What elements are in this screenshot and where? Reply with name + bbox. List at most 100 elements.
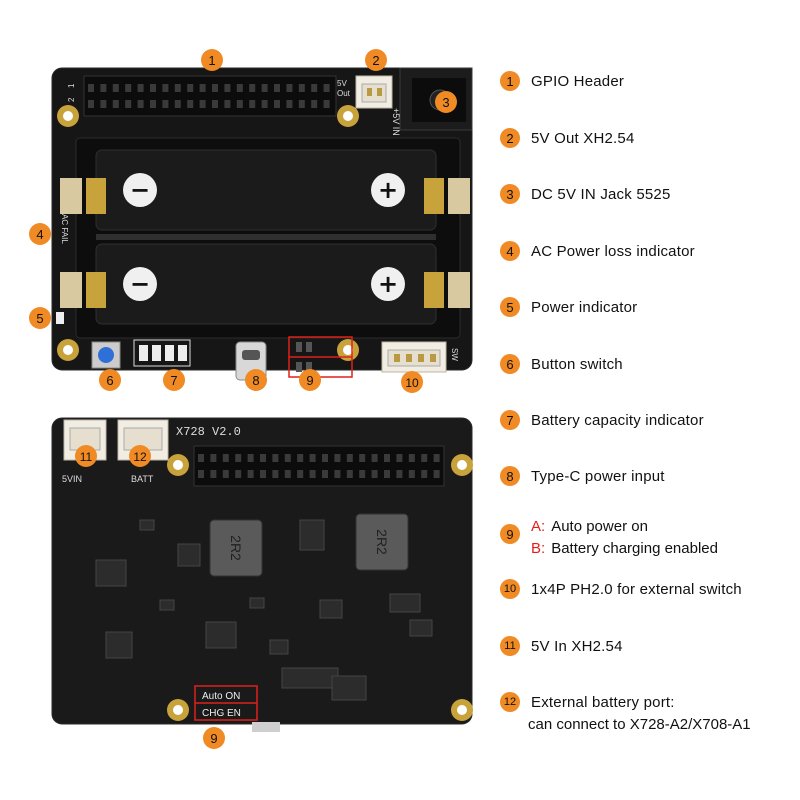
inductor: 2R2: [209, 519, 263, 577]
gpio-pin: [235, 454, 242, 462]
legend-text: Power indicator: [531, 298, 638, 316]
gpio-pin: [199, 100, 206, 108]
legend-9-line-a: A: Auto power on: [531, 518, 648, 535]
legend-item: 1 GPIO Header: [500, 71, 624, 91]
legend-number: 6: [500, 354, 520, 374]
gpio-pin: [272, 454, 279, 462]
gpio-pin: [298, 84, 305, 92]
gpio-pin: [125, 84, 132, 92]
gpio-pin: [421, 454, 428, 462]
bottom-board: X728 V2.0 5VIN BATT 2R2 2R2: [51, 417, 473, 732]
legend-text: 5V Out XH2.54: [531, 129, 635, 147]
gpio-pin: [309, 470, 316, 478]
gpio-pin: [274, 84, 280, 92]
gpio-pin: [384, 454, 390, 462]
silk-5vin: 5VIN: [62, 474, 82, 484]
gpio-pin: [150, 100, 156, 108]
gpio-pin: [88, 84, 94, 92]
silk-5v-out-b: Out: [337, 89, 351, 98]
legend-number: 4: [500, 241, 520, 261]
legend-9-key-a: A:: [531, 518, 546, 535]
gpio-pin: [112, 100, 119, 108]
gpio-pin: [100, 84, 107, 92]
gpio-pin: [359, 470, 366, 478]
top-board: 1 2 5V Out +5V IN: [51, 67, 473, 381]
legend-9-text-b: Battery charging enabled: [551, 540, 718, 557]
gpio-pin: [150, 84, 156, 92]
gpio-pin: [260, 470, 266, 478]
gpio-pin: [112, 84, 119, 92]
gpio-pin: [261, 100, 268, 108]
gpio-pin: [311, 84, 318, 92]
legend-text: AC Power loss indicator: [531, 242, 695, 260]
gpio-pin: [297, 454, 304, 462]
button-switch: [91, 341, 121, 369]
legend-item: 5 Power indicator: [500, 297, 637, 317]
legend-item: 9: [500, 524, 531, 544]
callout-11: 11: [80, 450, 93, 464]
gpio-header-bottom: [193, 445, 445, 487]
gpio-pin: [222, 470, 229, 478]
gpio-pin: [210, 470, 217, 478]
legend-number: 7: [500, 410, 520, 430]
legend-item: 2 5V Out XH2.54: [500, 128, 635, 148]
gpio-pin: [408, 454, 415, 462]
callout-2: 2: [372, 53, 379, 68]
gpio-pin: [198, 470, 204, 478]
legend-number: 8: [500, 466, 520, 486]
gpio-pin: [224, 84, 231, 92]
legend-item: 7 Battery capacity indicator: [500, 410, 704, 430]
callout-6: 6: [106, 373, 113, 388]
gpio-pin: [284, 454, 291, 462]
callout-5: 5: [36, 311, 43, 326]
legend-text: Battery capacity indicator: [531, 411, 704, 429]
legend-text: 5V In XH2.54: [531, 637, 623, 655]
gpio-pin: [260, 454, 266, 462]
gpio-pin: [88, 100, 94, 108]
silk-5v-out-a: 5V: [337, 79, 347, 88]
gpio-pin: [222, 454, 229, 462]
callout-12: 12: [133, 450, 147, 464]
type-c-edge: [252, 722, 280, 732]
battery-plus-2: +: [378, 270, 398, 298]
gpio-pin: [297, 470, 304, 478]
inductor: 2R2: [355, 513, 409, 571]
legend-12-line-2: can connect to X728-A2/X708-A1: [528, 716, 751, 733]
gpio-pin: [199, 84, 206, 92]
gpio-pin: [286, 100, 293, 108]
gpio-pin: [421, 470, 428, 478]
gpio-pin: [272, 470, 279, 478]
legend-number: 5: [500, 297, 520, 317]
legend-9-text-a: Auto power on: [551, 518, 648, 535]
battery-minus-2: −: [130, 270, 150, 298]
gpio-pin: [322, 470, 328, 478]
gpio-pin: [210, 454, 217, 462]
legend-item-9-detail: A: Auto power on B:Battery charging enabl…: [500, 516, 780, 564]
gpio-header: [83, 75, 337, 117]
gpio-pin: [247, 470, 254, 478]
gpio-pin: [212, 100, 218, 108]
legend-number: 11: [500, 636, 520, 656]
gpio-pin: [125, 100, 132, 108]
gpio-pin: [311, 100, 318, 108]
silk-pin1: 1: [67, 83, 76, 88]
callout-10: 10: [405, 376, 419, 390]
gpio-pin: [286, 84, 293, 92]
legend-text: External battery port:: [531, 693, 675, 711]
legend-item: 3 DC 5V IN Jack 5525: [500, 184, 671, 204]
legend-item: 10 1x4P PH2.0 for external switch: [500, 579, 742, 599]
battery-minus-1: −: [130, 176, 150, 204]
gpio-pin: [274, 100, 280, 108]
gpio-pin: [298, 100, 305, 108]
legend-text: DC 5V IN Jack 5525: [531, 185, 671, 203]
legend-text: 1x4P PH2.0 for external switch: [531, 580, 742, 598]
gpio-pin: [224, 100, 231, 108]
legend-9-line-b: B:Battery charging enabled: [531, 540, 718, 557]
gpio-pin: [174, 100, 181, 108]
silk-5v-in: +5V IN: [391, 108, 401, 136]
gpio-pin: [359, 454, 366, 462]
gpio-pin: [187, 100, 194, 108]
gpio-pin: [323, 100, 330, 108]
